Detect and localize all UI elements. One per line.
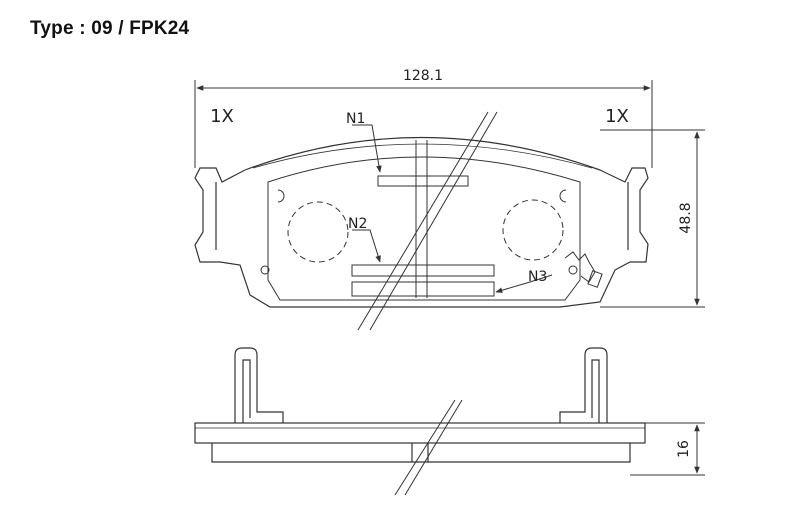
- height-dimension-label: 48.8: [678, 202, 694, 233]
- quantity-label-left: 1X: [210, 106, 234, 127]
- piston-circles: [287, 199, 564, 263]
- note-n2-label: N2: [348, 216, 367, 232]
- wear-indicator: [564, 251, 603, 288]
- note-leaders: [352, 124, 553, 293]
- thickness-dimension-label: 16: [676, 440, 692, 458]
- center-slot: [415, 140, 428, 298]
- break-lines: [357, 111, 498, 331]
- shim-plates: [351, 175, 495, 297]
- locating-arcs: [260, 189, 578, 275]
- width-dimension-label: 128.1: [403, 68, 443, 84]
- quantity-label-right: 1X: [605, 106, 629, 127]
- note-n1-label: N1: [346, 111, 365, 127]
- dimension-width: [194, 80, 653, 168]
- dimension-height: [600, 129, 705, 308]
- pad-side-view: [194, 347, 646, 463]
- page-title: Type : 09 / FPK24: [30, 18, 190, 39]
- dimension-thickness: [630, 422, 705, 476]
- note-n3-label: N3: [528, 269, 547, 285]
- side-break-lines: [394, 399, 463, 496]
- pad-top-view: [194, 136, 649, 308]
